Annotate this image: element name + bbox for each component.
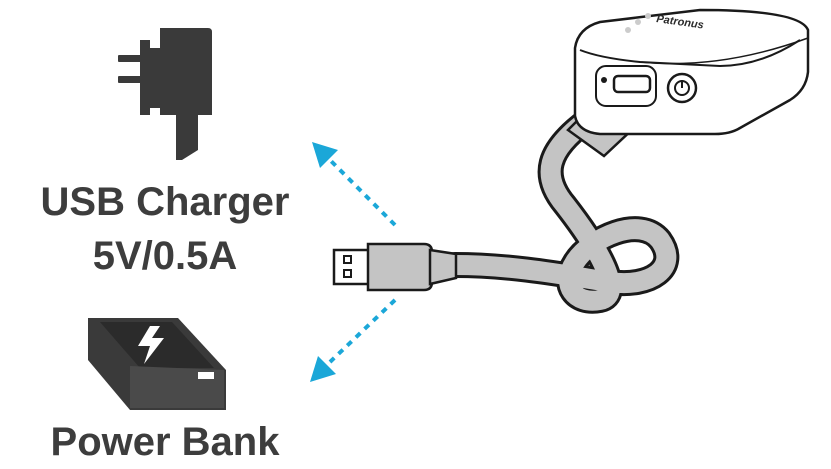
arrow-to-charger (312, 142, 395, 225)
usb-charger-label: USB Charger (20, 180, 310, 225)
arrow-to-power-bank (310, 300, 395, 382)
usb-a-plug (334, 244, 456, 290)
power-bank-icon (88, 318, 226, 410)
wall-plug-icon (118, 28, 212, 160)
router-device-icon: Patronus (575, 10, 808, 134)
charger-rating-label: 5V/0.5A (20, 234, 310, 279)
power-bank-label: Power Bank (20, 420, 310, 465)
